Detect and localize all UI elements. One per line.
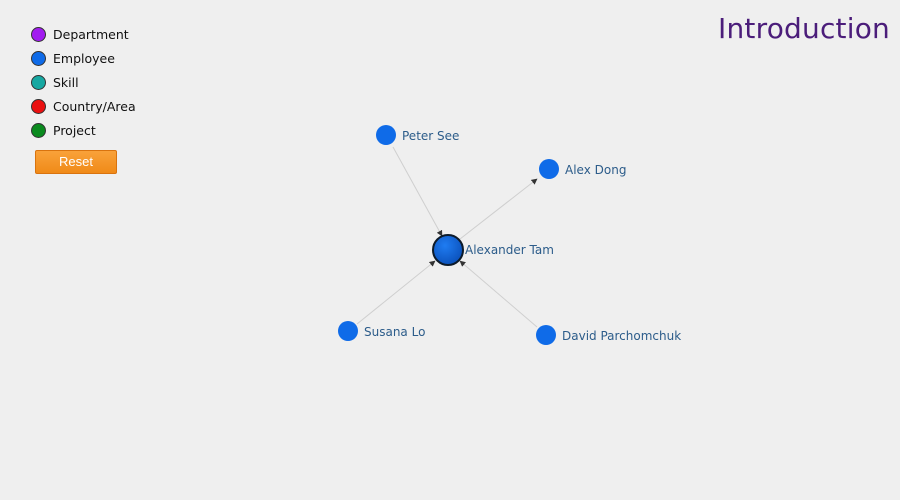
employee-node-icon — [376, 125, 396, 145]
project-dot-icon — [31, 122, 46, 138]
node-label: Peter See — [402, 129, 459, 143]
node-label: Alex Dong — [565, 163, 626, 177]
employee-node-icon — [338, 321, 358, 341]
node-david-parchomchuk[interactable]: David Parchomchuk — [536, 325, 681, 345]
legend-item-skill[interactable]: Skill — [31, 70, 136, 94]
legend-label: Project — [53, 122, 96, 138]
node-label: Susana Lo — [364, 325, 425, 339]
page-title: Introduction — [718, 12, 890, 45]
node-peter-see[interactable]: Peter See — [376, 125, 459, 145]
legend-item-employee[interactable]: Employee — [31, 46, 136, 70]
legend-item-country-area[interactable]: Country/Area — [31, 94, 136, 118]
employee-node-icon — [536, 325, 556, 345]
focused-employee-node-icon — [432, 234, 464, 266]
node-susana-lo[interactable]: Susana Lo — [338, 321, 425, 341]
employee-dot-icon — [31, 50, 46, 66]
skill-dot-icon — [31, 74, 46, 90]
edge-alexander-tam-to-alex-dong — [459, 178, 538, 240]
legend: Department Employee Skill Country/Area P… — [31, 22, 136, 142]
legend-item-project[interactable]: Project — [31, 118, 136, 142]
edge-susana-lo-to-alexander-tam — [356, 260, 436, 325]
node-label: David Parchomchuk — [562, 329, 681, 343]
legend-label: Skill — [53, 74, 79, 90]
node-alex-dong[interactable]: Alex Dong — [539, 159, 626, 179]
node-label: Alexander Tam — [465, 243, 554, 257]
legend-item-department[interactable]: Department — [31, 22, 136, 46]
legend-label: Department — [53, 26, 129, 42]
edge-david-parchomchuk-to-alexander-tam — [459, 260, 538, 328]
country-area-dot-icon — [31, 98, 46, 114]
edge-peter-see-to-alexander-tam — [392, 146, 443, 237]
reset-button[interactable]: Reset — [35, 150, 117, 174]
legend-label: Employee — [53, 50, 115, 66]
legend-label: Country/Area — [53, 98, 136, 114]
department-dot-icon — [31, 26, 46, 42]
node-alexander-tam[interactable]: Alexander Tam — [432, 234, 554, 266]
employee-node-icon — [539, 159, 559, 179]
